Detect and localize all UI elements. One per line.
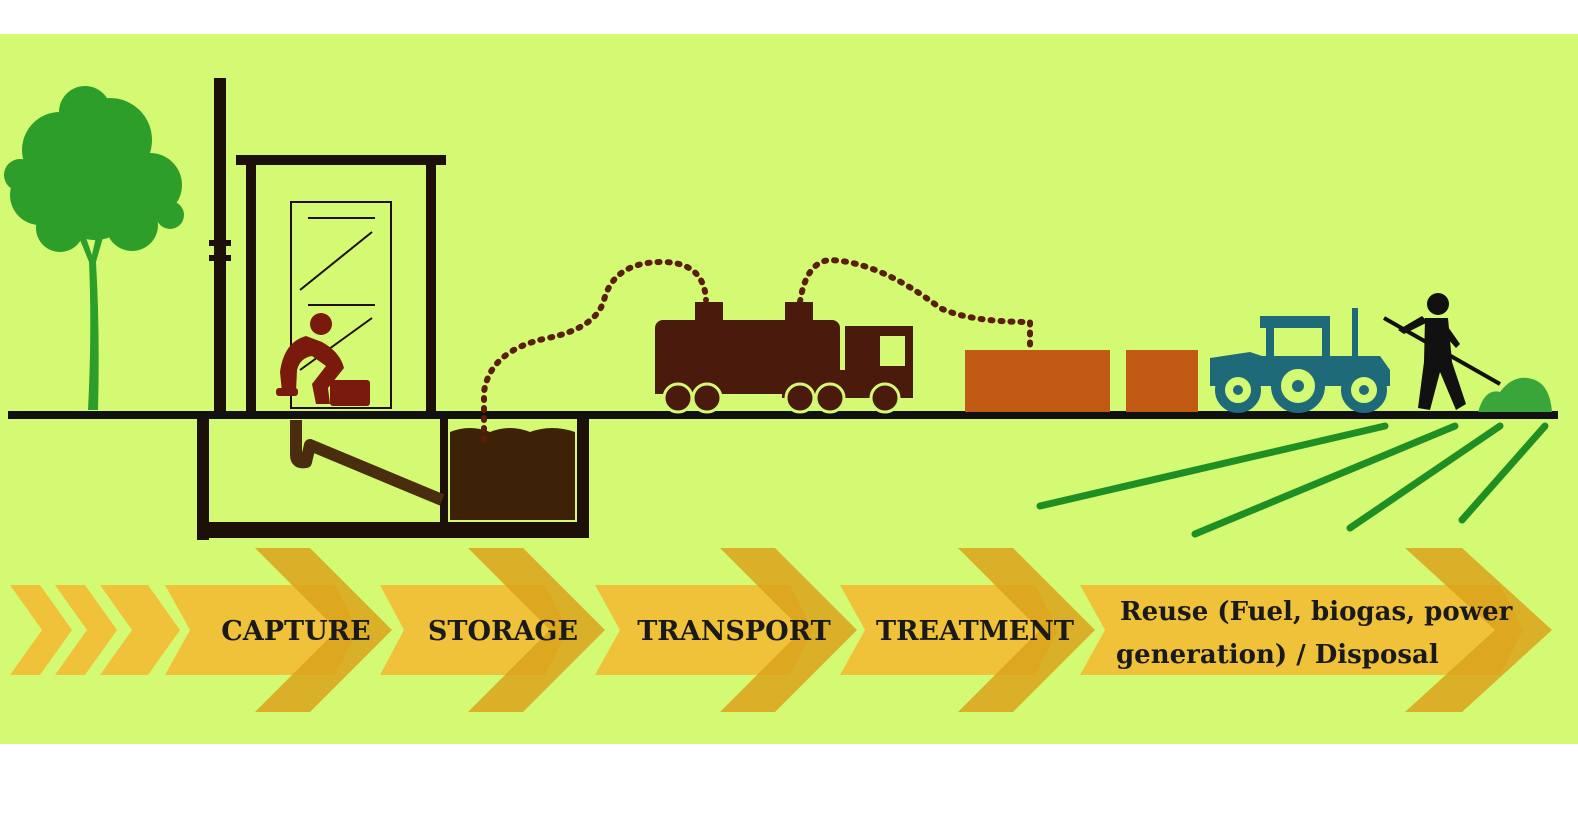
worker-with-rake-icon [1383,293,1501,410]
discharge-hose-truck-to-treatment [797,256,1033,351]
pit-tank-icon [197,418,589,540]
ground-line [8,411,1558,419]
vent-pipe-icon [209,78,231,413]
lead-chevron [55,585,117,675]
roots-icon [1036,422,1549,538]
lead-chevron [100,585,180,675]
stage-label-reuse-line2: generation) / Disposal [1116,640,1439,670]
vacuum-truck-icon [655,302,913,414]
tree-icon [4,86,184,410]
arrow-band: CAPTURE STORAGE TRANSPORT TREATMENT Reus… [10,548,1552,712]
compost-pile-icon [1478,377,1552,412]
stage-arrow-reuse [1080,548,1552,712]
stage-arrow-transport [595,548,857,712]
stage-arrow-storage [380,548,605,712]
stage-label-capture: CAPTURE [221,616,370,647]
tractor-icon [1210,308,1390,413]
treatment-tank-icon [965,350,1198,412]
stage-label-transport: TRANSPORT [637,616,831,647]
stage-label-storage: STORAGE [428,616,578,647]
stage-label-treatment: TREATMENT [876,616,1074,647]
latrine-icon [236,155,446,413]
sitting-person-icon [276,313,370,406]
stage-arrow-treatment [840,548,1095,712]
stage-label-reuse-line1: Reuse (Fuel, biogas, power [1120,597,1513,627]
lead-chevron [10,585,72,675]
stage-arrow-capture [165,548,392,712]
suction-hose-pit-to-truck [481,258,709,443]
drain-pipe [290,420,445,506]
